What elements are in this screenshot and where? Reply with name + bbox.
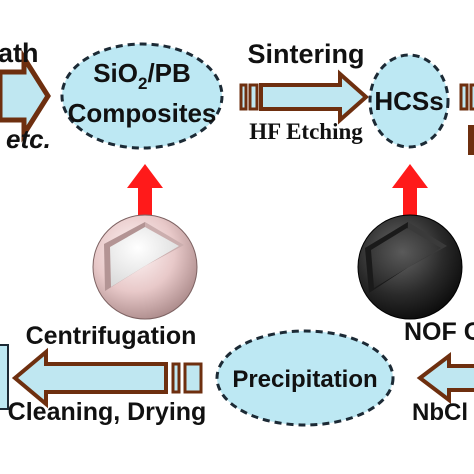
- left-bottom-label: etc.: [6, 124, 51, 154]
- precipitation-label: Precipitation: [232, 366, 377, 393]
- composites-label-line1: SiO2/PB: [93, 58, 191, 93]
- centrifugation-arrow: [11, 347, 203, 409]
- sintering-label: Sintering: [247, 39, 364, 69]
- right-top-arrow-stub: [459, 83, 474, 111]
- hcss-ellipse: [368, 53, 450, 149]
- nof-label: NOF G: [404, 318, 474, 346]
- right-edge-bar: [468, 125, 474, 155]
- left-top-arrow: [0, 49, 51, 143]
- black-hollow-sphere: [357, 214, 463, 320]
- right-bottom-arrow: [416, 351, 474, 405]
- hcss-label: HCSs: [374, 86, 443, 116]
- sintering-arrow: [239, 69, 370, 125]
- centrifugation-label: Centrifugation: [26, 322, 197, 350]
- red-up-arrow-left: [127, 164, 163, 215]
- left-bottom-box: [0, 344, 9, 410]
- hf-etching-label: HF Etching: [249, 119, 363, 144]
- left-top-label: ath: [0, 38, 39, 68]
- pink-hollow-sphere: [92, 214, 198, 320]
- red-up-arrow-right: [392, 164, 428, 215]
- nbcl-label: NbCl: [412, 399, 468, 426]
- precipitation-ellipse: [215, 329, 395, 427]
- composites-ellipse: [60, 42, 224, 150]
- cleaning-drying-label: Cleaning, Drying: [8, 398, 207, 426]
- composites-label-line2: Composites: [68, 98, 217, 128]
